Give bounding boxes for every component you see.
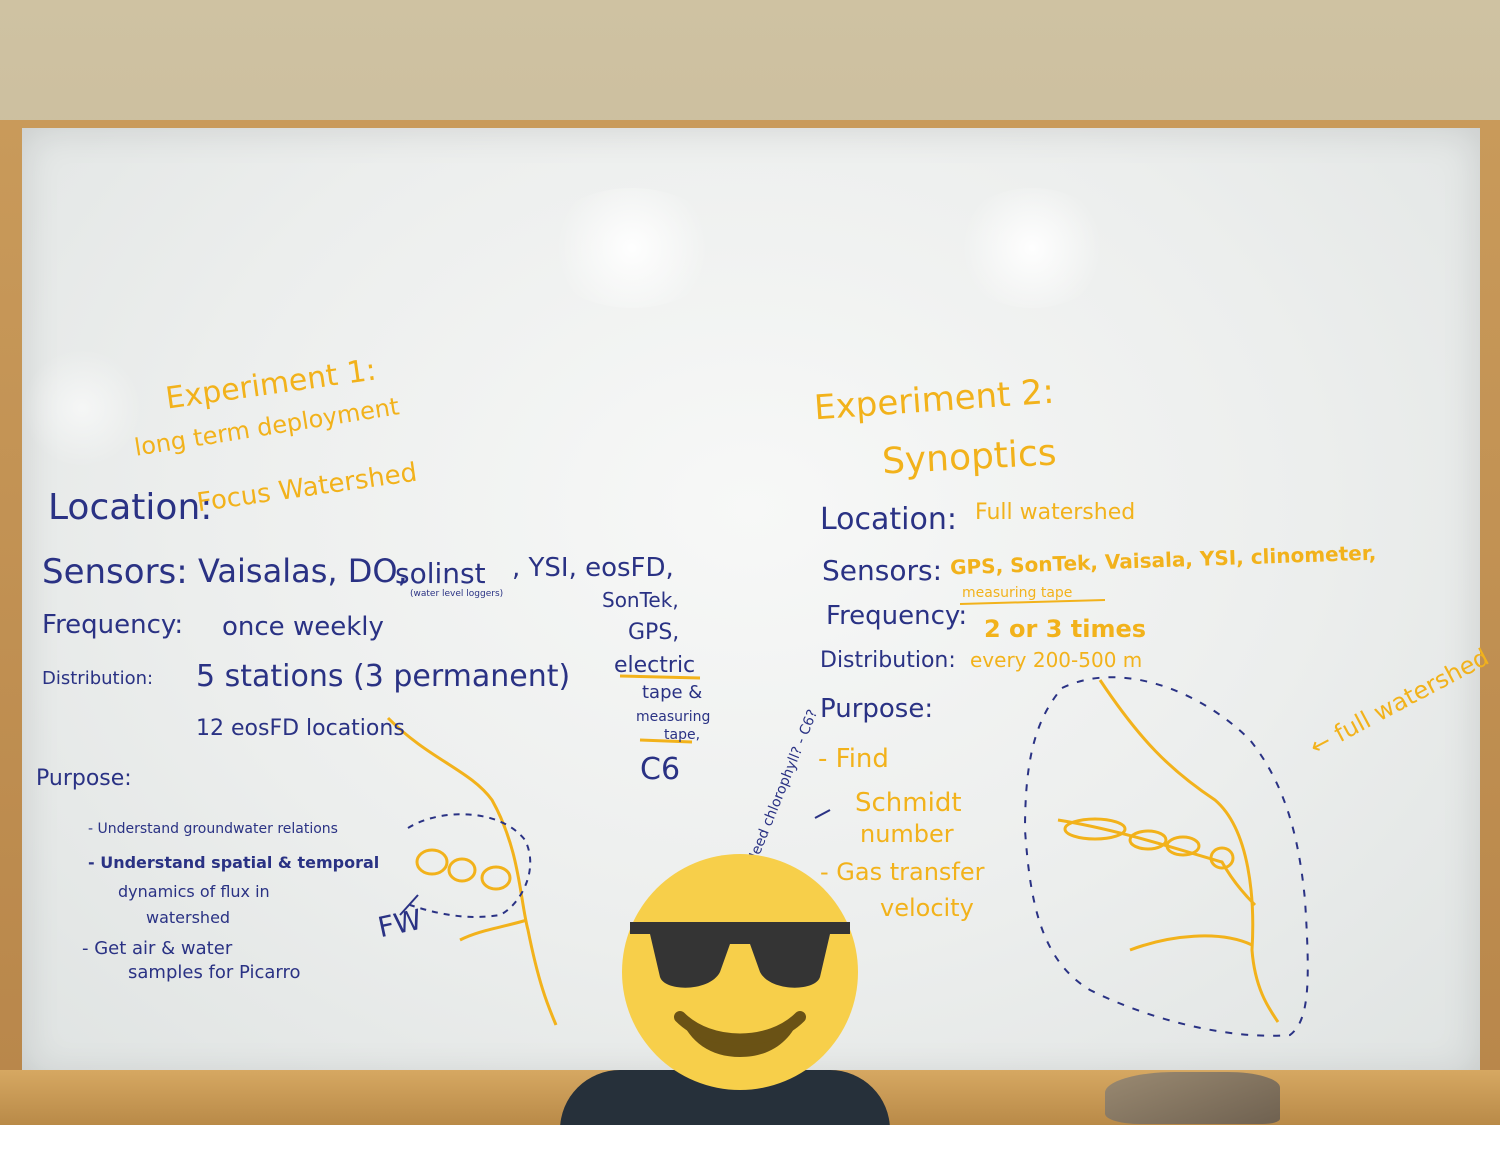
sensors-more-1: , YSI, eosFD, (512, 553, 674, 583)
bottom-margin (0, 1125, 1500, 1168)
location-value-2: Full watershed (975, 500, 1136, 525)
distribution-label-2: Distribution: (820, 648, 956, 673)
light-glare-2 (952, 188, 1112, 308)
light-glare-3 (22, 348, 142, 468)
location-label-1: Location: (48, 487, 213, 528)
light-glare-1 (542, 188, 722, 308)
purpose-item-2-2: Schmidt (855, 788, 962, 818)
distribution-value-2: every 200-500 m (970, 648, 1143, 672)
purpose-item-2-5: velocity (880, 894, 974, 922)
purpose-item-2-1: - Find (818, 744, 889, 774)
distribution-value-1: 5 stations (3 permanent) (196, 659, 571, 694)
experiment2-subtitle: Synoptics (881, 432, 1058, 483)
purpose-item-1-6: samples for Picarro (128, 962, 301, 983)
solinst-text: solinst (395, 557, 486, 590)
sensor-list-gps: GPS, (628, 620, 680, 645)
purpose-label-2: Purpose: (820, 694, 934, 724)
frequency-label-2: Frequency: (826, 601, 968, 631)
frequency-value-1: once weekly (222, 612, 384, 642)
frequency-value-2: 2 or 3 times (984, 615, 1147, 643)
sensor-list-tape: tape & (642, 682, 703, 703)
purpose-item-1-3: dynamics of flux in (118, 882, 270, 901)
sunglasses-emoji-icon (622, 854, 858, 1090)
sensor-list-electric: electric (614, 653, 696, 678)
eraser-cloth (1105, 1072, 1280, 1124)
sensor-list-measuring: measuring (636, 709, 711, 725)
purpose-item-2-3: number (860, 820, 954, 848)
purpose-item-1-2: - Understand spatial & temporal (88, 853, 380, 872)
sensors-value-2b: measuring tape (962, 585, 1073, 601)
whiteboard (22, 128, 1480, 1078)
frequency-label-1: Frequency: (42, 610, 184, 640)
sensors-value-1: Vaisalas, DO, (198, 552, 408, 590)
sensor-list-sontek: SonTek, (602, 588, 679, 612)
whiteboard-photo: Experiment 1: long term deployment Locat… (0, 0, 1500, 1125)
solinst-note: (water level loggers) (410, 589, 504, 599)
purpose-item-1-4: watershed (146, 908, 231, 927)
purpose-item-1-1: - Understand groundwater relations (88, 821, 338, 837)
whiteboard-sketches (386, 599, 1309, 1037)
sensor-list-c6: C6 (640, 752, 681, 787)
distribution-value-1b: 12 eosFD locations (196, 716, 405, 741)
purpose-label-1: Purpose: (36, 766, 132, 791)
sensors-label-2: Sensors: (822, 554, 942, 587)
sensor-list-tape2: tape, (664, 727, 701, 743)
distribution-label-1: Distribution: (42, 668, 154, 689)
purpose-item-1-5: - Get air & water (82, 938, 233, 959)
purpose-item-2-4: - Gas transfer (820, 858, 985, 886)
sensors-label-1: Sensors: (42, 552, 188, 592)
location-label-2: Location: (820, 502, 957, 537)
